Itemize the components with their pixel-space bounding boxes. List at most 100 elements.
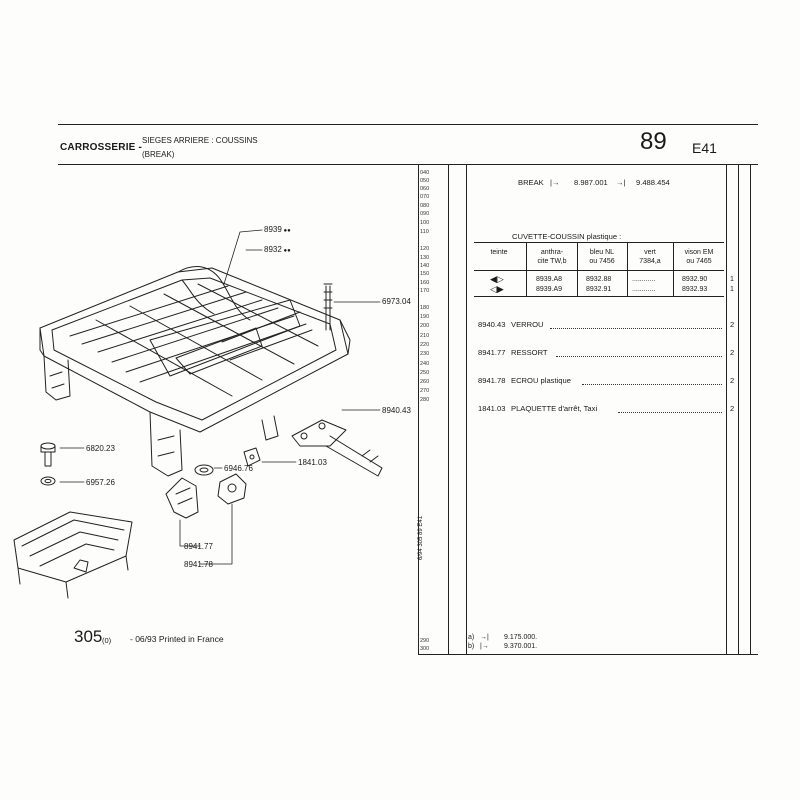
- spring-8941-77: [165, 477, 199, 519]
- description-divider: [466, 164, 467, 654]
- label-8941-77: 8941.77: [184, 542, 213, 551]
- washer-6946: [194, 464, 214, 476]
- leader-dots: [582, 384, 722, 385]
- nut-8941-78: [217, 473, 247, 505]
- line-number: 300: [420, 646, 430, 652]
- label-8940: 8940.43: [382, 406, 411, 415]
- line-number: 250: [420, 370, 430, 376]
- line-number-divider: [448, 164, 449, 654]
- cuvette-vline-2: [577, 242, 578, 296]
- leader-dots: [550, 328, 722, 329]
- label-1841: 1841.03: [298, 458, 327, 467]
- footer-page-number: 305: [74, 627, 103, 646]
- part-name: PLAQUETTE d'arrêt, Taxi: [511, 404, 598, 413]
- line-number: 100: [420, 220, 430, 226]
- part-qty: 2: [730, 320, 735, 329]
- washer-6957: [40, 476, 56, 486]
- line-number: 230: [420, 351, 430, 357]
- cuvette-header-rule: [474, 270, 724, 271]
- section-subtitle-variant: (BREAK): [142, 150, 175, 159]
- part-qty: 2: [730, 376, 735, 385]
- line-number: 060: [420, 186, 430, 192]
- cuvette-vline-3: [627, 242, 628, 296]
- note-symbol: →|: [480, 634, 489, 641]
- table-bottom-rule: [418, 654, 758, 655]
- line-number: 120: [420, 246, 430, 252]
- lock-8940: [291, 419, 383, 477]
- part-ref: 8940.43: [478, 320, 506, 329]
- cuvette-bottom-rule: [474, 296, 724, 297]
- part-qty: 2: [730, 348, 735, 357]
- line-number: 050: [420, 178, 430, 184]
- tray-legs: [43, 355, 279, 477]
- part-qty: 2: [730, 404, 735, 413]
- cuvette-vline-4: [673, 242, 674, 296]
- applicability-from-symbol: |→: [550, 178, 560, 187]
- line-number: 200: [420, 323, 430, 329]
- line-number: 140: [420, 263, 430, 269]
- part-ref: 8941.78: [478, 376, 506, 385]
- qty: 1: [730, 286, 734, 293]
- label-8939: 8939 ●●: [264, 225, 291, 234]
- label-6946: 6946.76: [224, 464, 253, 473]
- qty: 1: [730, 276, 734, 283]
- note-key: b): [468, 643, 475, 650]
- applicability-from-value: 8.987.001: [574, 178, 608, 187]
- line-number: 110: [420, 229, 429, 235]
- cuvette-col-teinte: teinte: [490, 249, 508, 256]
- label-6820: 6820.23: [86, 444, 115, 453]
- ref-vert: ............: [632, 286, 656, 293]
- diagram-divider: [418, 164, 419, 654]
- ref-anthracite: 8939.A8: [536, 276, 563, 283]
- line-number: 180: [420, 305, 430, 311]
- line-number: 170: [420, 288, 430, 294]
- line-number: 090: [420, 211, 430, 217]
- footer-printed-text: - 06/93 Printed in France: [130, 634, 224, 644]
- plate-1841: [243, 447, 261, 467]
- bolt-6820: [40, 442, 56, 467]
- note-symbol: |→: [480, 643, 489, 650]
- applicability-to-value: 9.488.454: [636, 178, 670, 187]
- part-name: ECROU plastique: [511, 376, 571, 385]
- leader-lines: [59, 229, 381, 565]
- line-number: 270: [420, 388, 430, 394]
- line-number: 260: [420, 379, 430, 385]
- line-number: 290: [420, 638, 430, 644]
- cuvette-vline-1: [526, 242, 527, 296]
- part-ref: 1841.03: [478, 404, 506, 413]
- part-name: VERROU: [511, 320, 544, 329]
- line-number: 130: [420, 255, 430, 261]
- line-number: 080: [420, 203, 430, 209]
- label-6957: 6957.26: [86, 478, 115, 487]
- cuvette-title-rule: [474, 242, 724, 243]
- note-value: 9.370.001.: [504, 643, 538, 650]
- line-number: 210: [420, 333, 430, 339]
- line-number: 240: [420, 361, 430, 367]
- cuvette-title: CUVETTE-COUSSIN plastique :: [512, 232, 622, 241]
- leader-dots: [618, 412, 722, 413]
- part-name: RESSORT: [511, 348, 548, 357]
- line-number: 280: [420, 397, 430, 403]
- page-number: 89: [640, 128, 667, 155]
- qty-col-divider-1: [726, 164, 727, 654]
- screw-6973: [323, 283, 333, 331]
- label-8932: 8932 ●●: [264, 245, 291, 254]
- applicability-label: BREAK: [518, 178, 544, 187]
- qty-col-divider-2: [738, 164, 739, 654]
- line-number: 190: [420, 314, 430, 320]
- footer-page-sub: (0): [102, 636, 112, 645]
- header-bottom-rule: [58, 164, 758, 165]
- line-number: 150: [420, 271, 430, 277]
- line-number: 220: [420, 342, 430, 348]
- line-number: 070: [420, 194, 430, 200]
- label-6973: 6973.04: [382, 297, 411, 306]
- line-number: 040: [420, 170, 430, 176]
- ref-vison: 8932.93: [682, 286, 708, 293]
- ref-vison: 8932.90: [682, 276, 708, 283]
- ref-bleu: 8932.88: [586, 276, 612, 283]
- orientation-symbol-right: ◁▶: [490, 284, 504, 294]
- page-code: E41: [692, 140, 717, 156]
